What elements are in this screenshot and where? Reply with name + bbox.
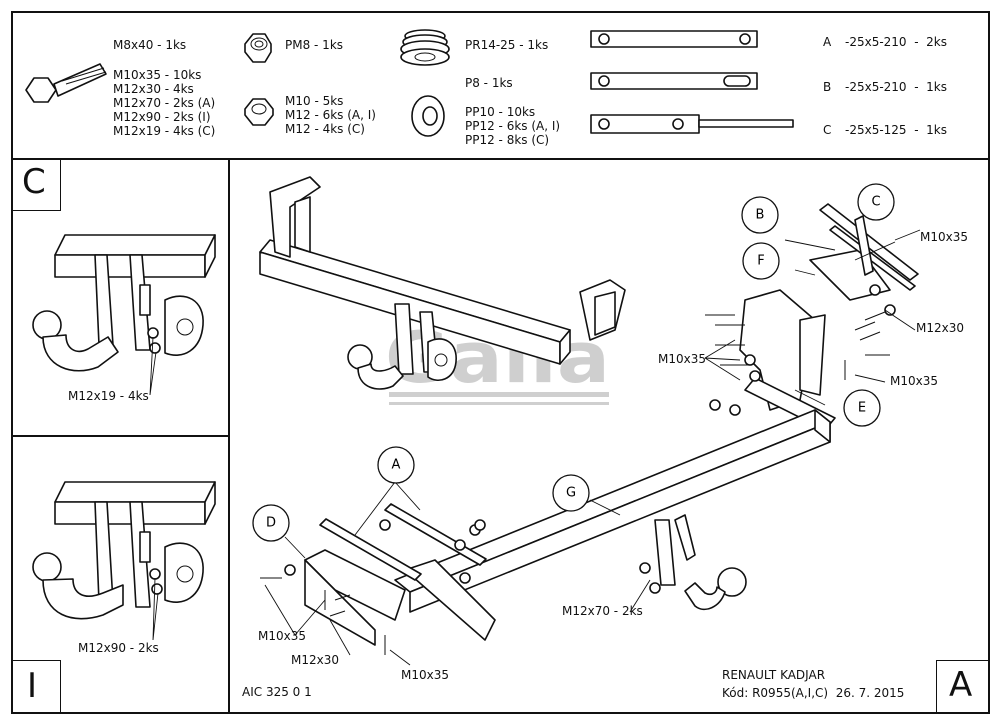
callout-a: A — [377, 446, 415, 484]
washer-list-item: PP12 - 8ks (C) — [465, 133, 550, 147]
drawing-number: AIC 325 0 1 — [242, 685, 312, 699]
callout-c-text: C — [871, 195, 880, 210]
plate-c-letter: C — [823, 123, 832, 137]
towbar-variant-c-illustration — [32, 234, 216, 396]
drawing-code-date: Kód: R0955(A,I,C) 26. 7. 2015 — [722, 686, 905, 700]
towbar-variant-i-illustration — [32, 481, 216, 641]
label-m12x30-right: M12x30 — [916, 321, 964, 335]
locknut-icon — [244, 33, 272, 63]
callout-g: G — [552, 474, 590, 512]
flat-washer-icon — [411, 95, 445, 137]
variant-i-bolt-label: M12x90 - 2ks — [78, 641, 159, 655]
left-panel-divider — [11, 435, 229, 437]
label-m10x35-top: M10x35 — [920, 230, 968, 244]
callout-g-text: G — [566, 486, 576, 501]
label-m12x70: M12x70 - 2ks — [562, 604, 643, 618]
plate-a-icon — [590, 30, 758, 48]
callout-f-text: F — [757, 254, 764, 269]
callout-d-text: D — [266, 516, 276, 531]
bolt-list-item: M12x30 - 4ks — [113, 82, 194, 96]
variant-c-letter-box — [11, 159, 61, 211]
variant-a-letter-box — [936, 660, 990, 714]
bolt-list-item: M12x90 - 2ks (I) — [113, 110, 211, 124]
plate-c-icon — [590, 114, 794, 134]
nut-pm8-label: PM8 - 1ks — [285, 38, 344, 52]
plate-b-icon — [590, 72, 758, 90]
bolt-icon — [25, 63, 107, 103]
spring-washer-icon — [400, 29, 450, 66]
callout-b: B — [741, 196, 779, 234]
vehicle-model: RENAULT KADJAR — [722, 668, 826, 682]
callout-b-text: B — [756, 208, 765, 223]
callout-a-text: A — [392, 458, 401, 473]
drawing-border — [11, 11, 990, 714]
bolt-m8-label: M8x40 - 1ks — [113, 38, 187, 52]
plate-b-spec: -25x5-210 - 1ks — [845, 80, 947, 94]
washer-list-item: PP10 - 10ks — [465, 105, 536, 119]
hex-nut-icon — [244, 98, 274, 126]
bolt-list-item: M10x35 - 10ks — [113, 68, 202, 82]
callout-f: F — [742, 242, 780, 280]
label-m12x30-bottom: M12x30 — [291, 653, 339, 667]
spring-label: PR14-25 - 1ks — [465, 38, 549, 52]
variant-c-letter: C — [22, 162, 46, 202]
callout-e-text: E — [858, 401, 866, 416]
assembled-towbar-illustration — [259, 176, 626, 390]
plate-a-spec: -25x5-210 - 2ks — [845, 35, 947, 49]
label-m10x35-bottom: M10x35 — [401, 668, 449, 682]
callout-e: E — [843, 389, 881, 427]
exploded-assembly-illustration — [260, 203, 921, 666]
washer-list-item: PP12 - 6ks (A, I) — [465, 119, 561, 133]
label-m10x35-bottom-left: M10x35 — [258, 629, 306, 643]
variant-i-letter-box — [11, 660, 61, 714]
variant-a-letter: A — [949, 665, 973, 705]
nut-list-item: M12 - 4ks (C) — [285, 122, 365, 136]
nut-list-item: M12 - 6ks (A, I) — [285, 108, 376, 122]
label-m10x35-left: M10x35 — [658, 352, 706, 366]
washer-p8-label: P8 - 1ks — [465, 76, 513, 90]
label-m10x35-right: M10x35 — [890, 374, 938, 388]
variant-c-bolt-label: M12x19 - 4ks — [68, 389, 149, 403]
nut-list-item: M10 - 5ks — [285, 94, 344, 108]
plate-a-letter: A — [823, 35, 832, 49]
callout-group: B C F E A D G — [252, 183, 895, 542]
callout-c: C — [857, 183, 895, 221]
variant-i-letter: I — [27, 666, 38, 706]
callout-d: D — [252, 504, 290, 542]
bolt-list-item: M12x19 - 4ks (C) — [113, 124, 216, 138]
plate-c-spec: -25x5-125 - 1ks — [845, 123, 947, 137]
bolt-list-item: M12x70 - 2ks (A) — [113, 96, 216, 110]
plate-b-letter: B — [823, 80, 832, 94]
